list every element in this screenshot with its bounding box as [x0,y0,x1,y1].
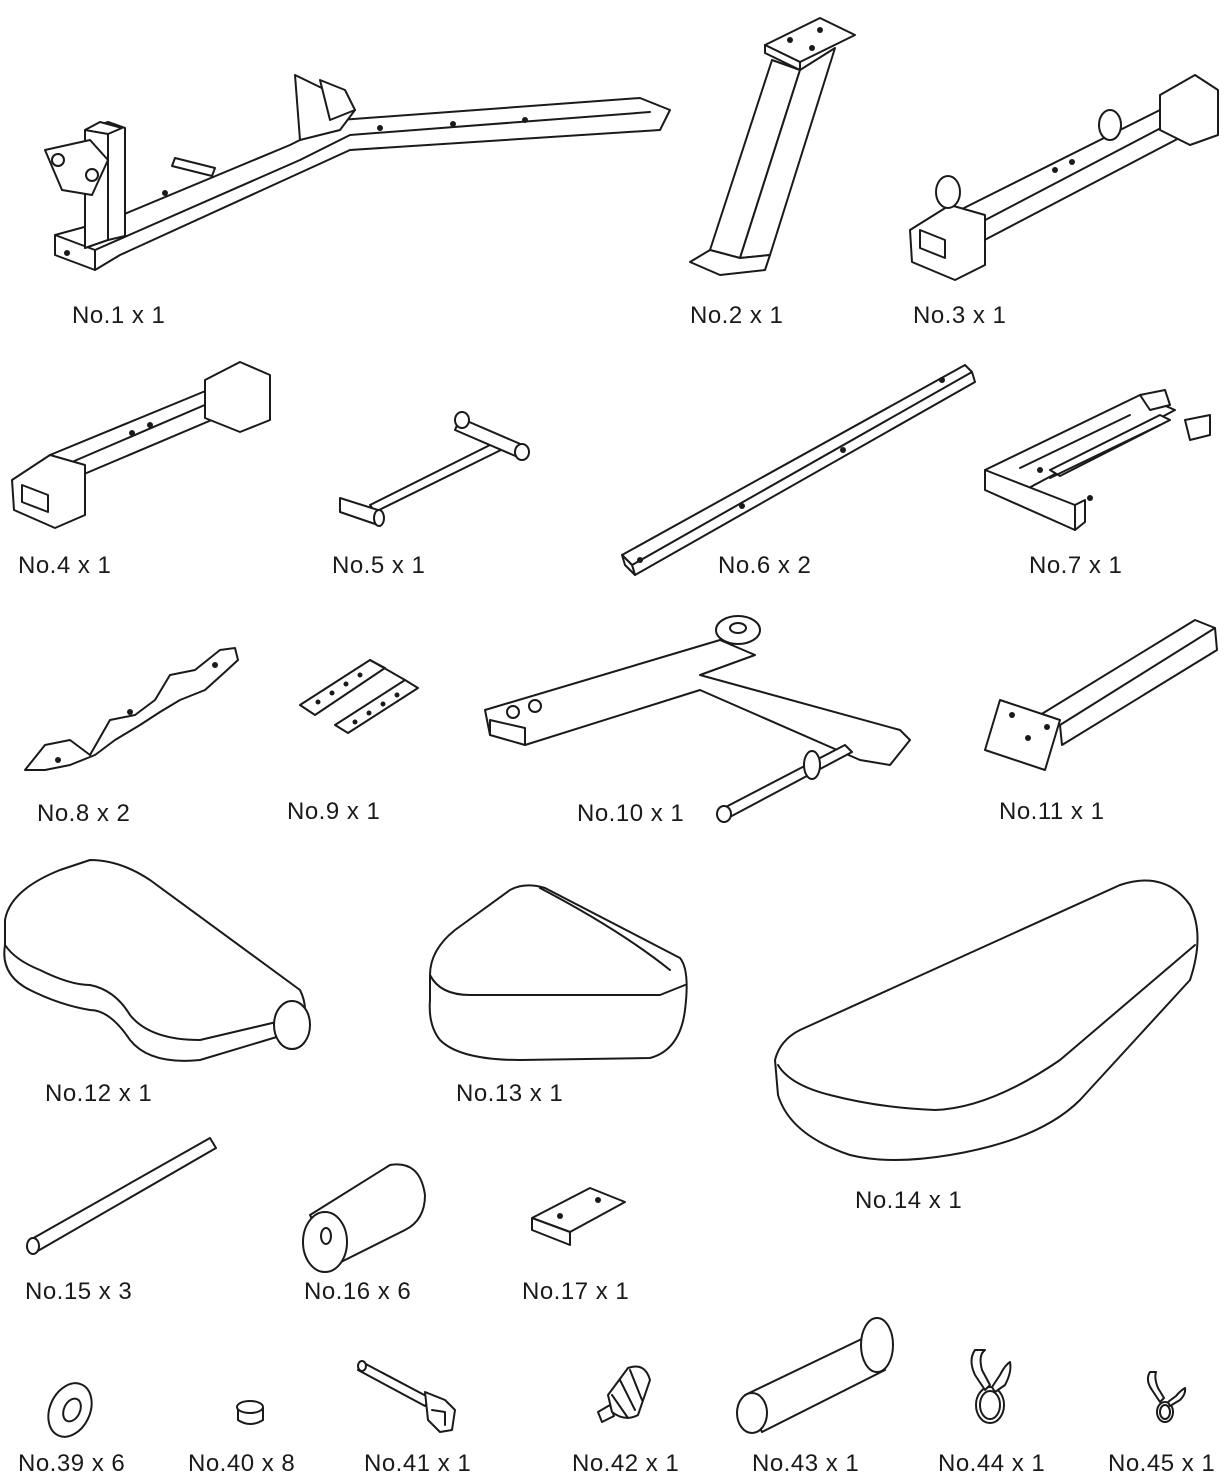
part-4-label: No.4 x 1 [18,552,112,579]
part-42-knob [597,1365,651,1423]
part-7-carriage [984,389,1211,531]
part-41-pin [357,1360,456,1433]
part-10-label: No.10 x 1 [577,800,685,827]
part-10-lever-arm [484,615,911,823]
part-2-label: No.2 x 1 [690,302,784,329]
part-2-upright [689,17,856,276]
part-44-spring-collar [970,1349,1012,1424]
part-5-t-tube [339,411,530,527]
part-8-ratchet-plate [24,647,239,771]
part-41-label: No.41 x 1 [364,1450,472,1477]
part-40-cap [236,1400,264,1425]
part-12-label: No.12 x 1 [45,1080,153,1107]
part-39-label: No.39 x 6 [18,1450,126,1477]
part-17-small-bracket [531,1187,626,1246]
part-8-label: No.8 x 2 [37,800,131,827]
part-13-seat-pad [428,884,688,1061]
part-43-label: No.43 x 1 [752,1450,860,1477]
part-14-label: No.14 x 1 [855,1187,963,1214]
part-6-long-tube [621,364,976,576]
part-1-label: No.1 x 1 [72,302,166,329]
part-15-label: No.15 x 3 [25,1278,133,1305]
part-3-label: No.3 x 1 [913,302,1007,329]
part-16-foam-roller [302,1163,426,1273]
part-17-label: No.17 x 1 [522,1278,630,1305]
part-6-label: No.6 x 2 [718,552,812,579]
part-43-grip [736,1317,894,1434]
part-14-back-pad [774,879,1199,1161]
part-11-label: No.11 x 1 [999,798,1105,825]
part-40-label: No.40 x 8 [188,1450,296,1477]
part-45-small-spring-collar [1146,1371,1187,1423]
part-13-label: No.13 x 1 [456,1080,564,1107]
part-1-main-frame [44,74,671,271]
part-45-label: No.45 x 1 [1108,1450,1216,1477]
part-16-label: No.16 x 6 [304,1278,412,1305]
part-12-seat-pad [3,859,311,1062]
part-39-washer [47,1382,93,1438]
part-42-label: No.42 x 1 [572,1450,680,1477]
part-15-rod [26,1137,217,1255]
part-5-label: No.5 x 1 [332,552,426,579]
part-44-label: No.44 x 1 [938,1450,1046,1477]
part-4-rear-stabilizer [11,361,271,529]
part-7-label: No.7 x 1 [1029,552,1123,579]
part-11-post-with-plate [984,619,1218,771]
part-9-label: No.9 x 1 [287,798,381,825]
part-3-front-stabilizer [909,74,1219,281]
part-9-bracket [299,659,419,734]
